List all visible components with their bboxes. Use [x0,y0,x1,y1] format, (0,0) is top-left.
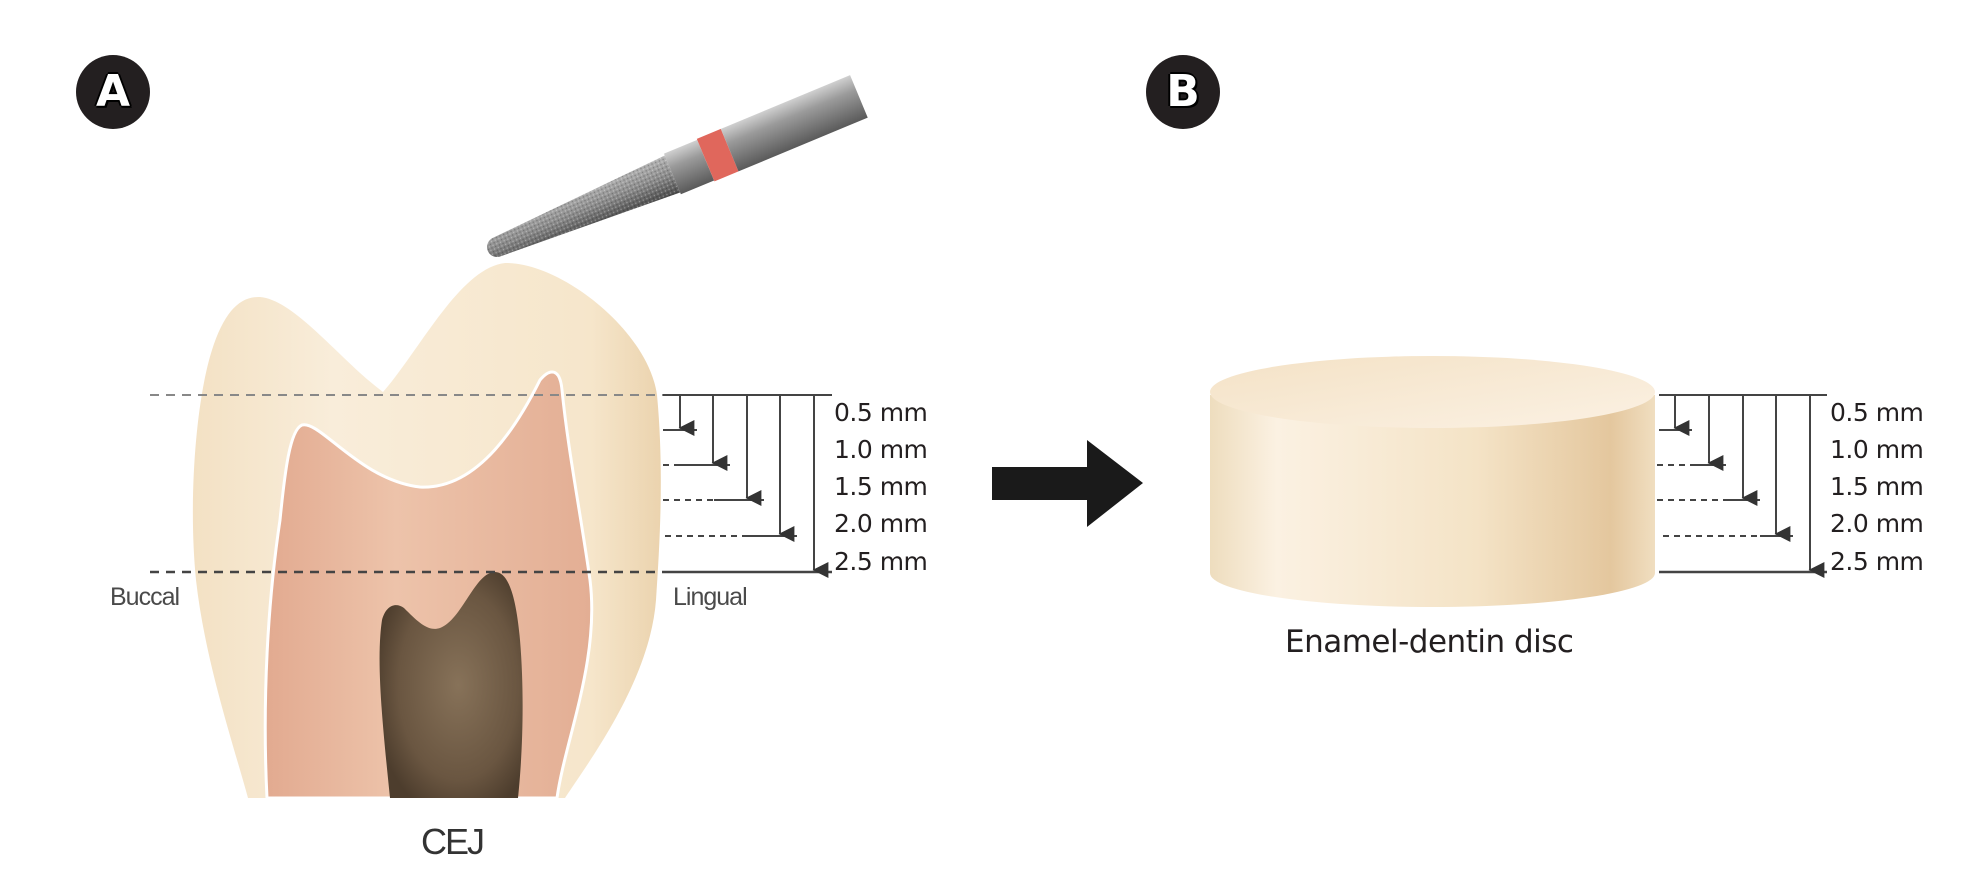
diamond-bur-icon [487,75,868,257]
cej-label: CEJ [421,821,485,862]
depth-label-b-0: 0.5 mm [1830,398,1924,427]
lingual-label: Lingual [673,583,748,611]
reference-lines-a [150,394,663,574]
panel-b-letter: B [1166,66,1200,117]
panel-a-letter: A [95,66,131,117]
depth-label-a-0: 0.5 mm [834,398,928,427]
depth-label-a-4: 2.5 mm [834,547,928,576]
panel-a-badge: A [76,55,150,129]
depth-scale-b [1657,394,1827,578]
depth-label-b-4: 2.5 mm [1830,547,1924,576]
panel-b-badge: B [1146,55,1220,129]
disc-caption: Enamel-dentin disc [1285,624,1574,660]
depth-scale-a [663,394,832,578]
enamel-dentin-disc [1210,356,1655,607]
right-arrow-icon [992,440,1143,527]
depth-label-a-3: 2.0 mm [834,509,928,538]
buccal-label: Buccal [110,583,180,611]
depth-label-a-2: 1.5 mm [834,472,928,501]
depth-label-b-1: 1.0 mm [1830,435,1924,464]
depth-label-a-1: 1.0 mm [834,435,928,464]
molar-cross-section [192,262,661,800]
pulp-chamber [379,572,523,798]
depth-label-b-2: 1.5 mm [1830,472,1924,501]
depth-label-b-3: 2.0 mm [1830,509,1924,538]
